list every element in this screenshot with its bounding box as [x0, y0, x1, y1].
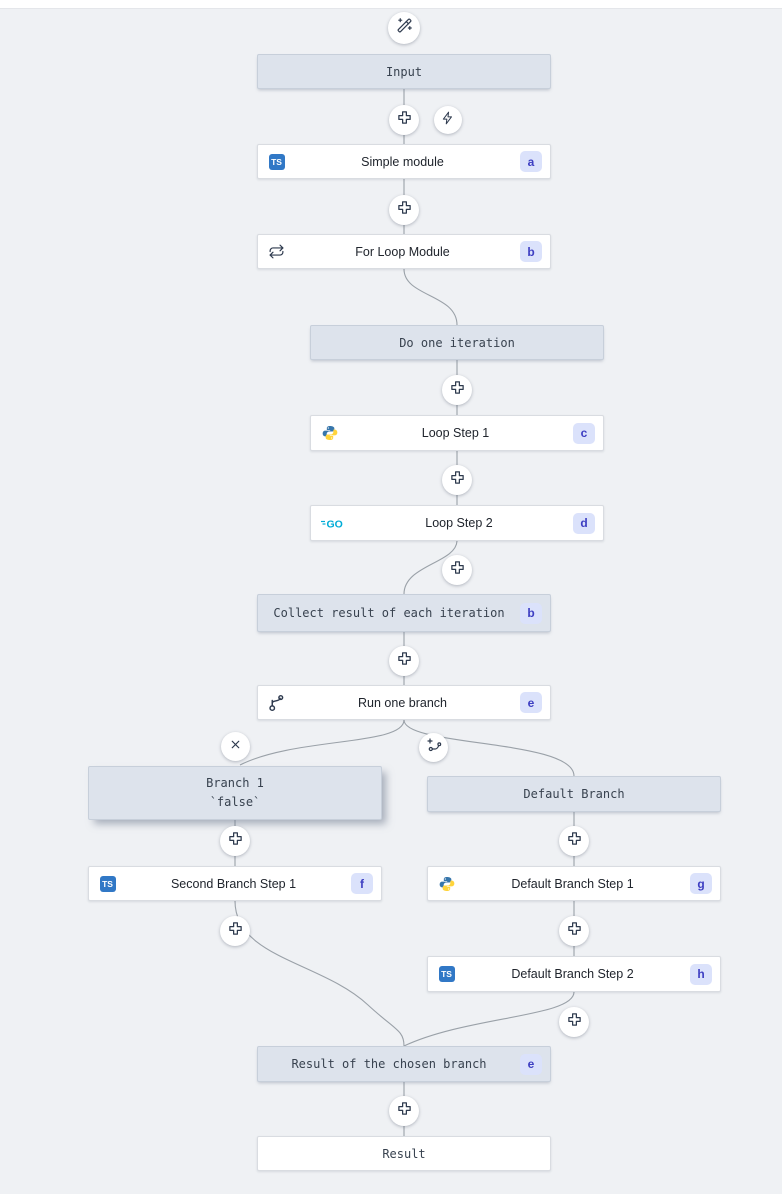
step-id-badge: b — [520, 602, 542, 624]
node-simple-module[interactable]: TS Simple module a — [257, 144, 551, 179]
node-label: Loop Step 2 — [425, 516, 493, 530]
plus-icon — [567, 921, 582, 941]
step-id-badge: a — [520, 151, 542, 172]
remove-branch-button[interactable] — [221, 732, 250, 761]
step-id-badge: f — [351, 873, 373, 894]
plus-icon — [567, 831, 582, 851]
node-sublabel: `false` — [209, 795, 261, 809]
node-loop-step-2[interactable]: GO Loop Step 2 d — [310, 505, 604, 541]
plus-icon — [397, 110, 412, 130]
plus-icon — [397, 200, 412, 220]
plus-icon — [450, 470, 465, 490]
node-for-loop-module[interactable]: For Loop Module b — [257, 234, 551, 269]
step-id-badge: h — [690, 963, 712, 985]
branch-plus-icon — [426, 737, 442, 758]
node-label: Run one branch — [358, 695, 447, 710]
node-loop-step-1[interactable]: Loop Step 1 c — [310, 415, 604, 451]
step-id-badge: e — [520, 1053, 542, 1075]
node-label: Simple module — [361, 154, 444, 169]
add-step-button[interactable] — [389, 1096, 419, 1126]
add-step-button[interactable] — [220, 916, 250, 946]
python-icon — [438, 875, 455, 892]
node-label: Do one iteration — [399, 335, 515, 350]
node-result[interactable]: Result — [257, 1136, 551, 1171]
plus-icon — [228, 831, 243, 851]
plus-icon — [450, 380, 465, 400]
trigger-button[interactable] — [434, 106, 462, 134]
node-label: Second Branch Step 1 — [170, 876, 297, 891]
node-default-branch[interactable]: Default Branch — [427, 776, 721, 812]
node-label: Default Branch — [523, 787, 625, 801]
node-label: For Loop Module — [355, 244, 450, 259]
plus-icon — [397, 651, 412, 671]
node-default-branch-step-1[interactable]: Default Branch Step 1 g — [427, 866, 721, 901]
python-icon — [321, 425, 338, 442]
node-branch-1[interactable]: Branch 1 `false` — [88, 766, 382, 820]
typescript-icon: TS — [438, 966, 455, 983]
node-label: Result — [382, 1146, 426, 1161]
node-run-one-branch[interactable]: Run one branch e — [257, 685, 551, 720]
node-second-branch-step-1[interactable]: TS Second Branch Step 1 f — [88, 866, 382, 901]
branch-1-labels: Branch 1 `false` — [89, 774, 381, 811]
node-result-of-chosen-branch[interactable]: Result of the chosen branch e — [257, 1046, 551, 1082]
node-input[interactable]: Input — [257, 54, 551, 89]
edge — [239, 719, 405, 766]
flow-start-button[interactable] — [388, 12, 420, 44]
plus-icon — [567, 1012, 582, 1032]
repeat-icon — [268, 243, 285, 260]
node-label: Result of the chosen branch — [291, 1057, 487, 1071]
wand-sparkles-icon — [396, 17, 413, 39]
go-icon: GO — [321, 515, 345, 532]
plus-icon — [228, 921, 243, 941]
plus-icon — [450, 560, 465, 580]
x-icon — [229, 738, 242, 756]
edge — [403, 991, 575, 1047]
node-label: Branch 1 — [206, 776, 264, 791]
add-step-button[interactable] — [389, 105, 419, 135]
add-step-button[interactable] — [442, 375, 472, 405]
node-label: Collect result of each iteration — [273, 606, 505, 620]
node-collect-result[interactable]: Collect result of each iteration b — [257, 594, 551, 632]
add-step-button[interactable] — [442, 465, 472, 495]
edge — [403, 268, 458, 326]
typescript-icon: TS — [99, 875, 116, 892]
bolt-icon — [441, 111, 455, 130]
add-branch-button[interactable] — [419, 733, 448, 762]
step-id-badge: e — [520, 692, 542, 713]
node-label: Loop Step 1 — [421, 426, 490, 440]
typescript-icon: TS — [268, 153, 285, 170]
add-step-button[interactable] — [442, 555, 472, 585]
node-label: Input — [385, 64, 423, 79]
top-divider-bar — [0, 0, 782, 9]
node-label: Default Branch Step 2 — [511, 967, 634, 981]
step-id-badge: c — [573, 422, 595, 444]
svg-text:GO: GO — [327, 518, 343, 530]
add-step-button[interactable] — [559, 916, 589, 946]
plus-icon — [397, 1101, 412, 1121]
step-id-badge: b — [520, 241, 542, 262]
node-label: Default Branch Step 1 — [511, 876, 634, 891]
add-step-button[interactable] — [389, 195, 419, 225]
add-step-button[interactable] — [389, 646, 419, 676]
node-do-one-iteration[interactable]: Do one iteration — [310, 325, 604, 360]
add-step-button[interactable] — [220, 826, 250, 856]
edge — [403, 540, 458, 595]
node-default-branch-step-2[interactable]: TS Default Branch Step 2 h — [427, 956, 721, 992]
edge — [234, 900, 405, 1047]
edge — [403, 719, 575, 777]
git-branch-icon — [268, 694, 285, 711]
add-step-button[interactable] — [559, 826, 589, 856]
step-id-badge: g — [690, 873, 712, 894]
step-id-badge: d — [573, 512, 595, 534]
add-step-button[interactable] — [559, 1007, 589, 1037]
